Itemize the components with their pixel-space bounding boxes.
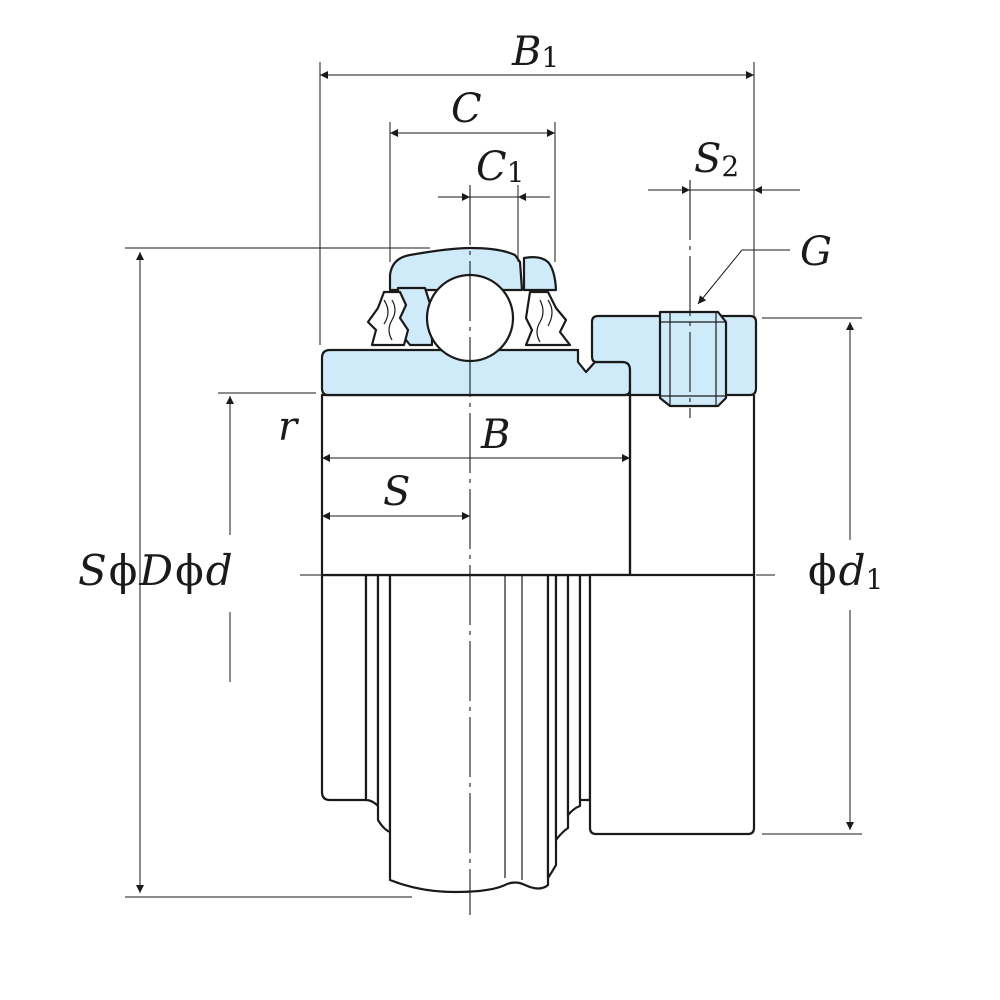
dimension-lines bbox=[136, 71, 854, 893]
locking-collar bbox=[590, 310, 758, 408]
label-s: S bbox=[383, 469, 410, 515]
label-phi-d1: ϕd1 bbox=[808, 546, 883, 596]
inner-ring-sleeve bbox=[320, 393, 632, 577]
seal-right bbox=[524, 290, 572, 347]
label-s-phi-d-phi-d: SϕDϕd bbox=[78, 546, 233, 595]
dimension-labels: B1 C C1 S2 G r B S SϕDϕd ϕd1 bbox=[78, 29, 883, 596]
center-lines bbox=[300, 180, 775, 915]
label-c: C bbox=[451, 86, 482, 132]
outer-ring-lower bbox=[320, 573, 592, 894]
label-b: B bbox=[480, 412, 510, 458]
set-screw bbox=[658, 310, 728, 408]
label-c1: C1 bbox=[476, 144, 524, 190]
locking-collar-lower bbox=[588, 390, 756, 836]
label-b1: B1 bbox=[511, 29, 559, 75]
label-r: r bbox=[278, 404, 300, 450]
label-s2: S2 bbox=[694, 136, 739, 183]
label-g: G bbox=[800, 229, 832, 275]
seal-left bbox=[366, 290, 410, 347]
